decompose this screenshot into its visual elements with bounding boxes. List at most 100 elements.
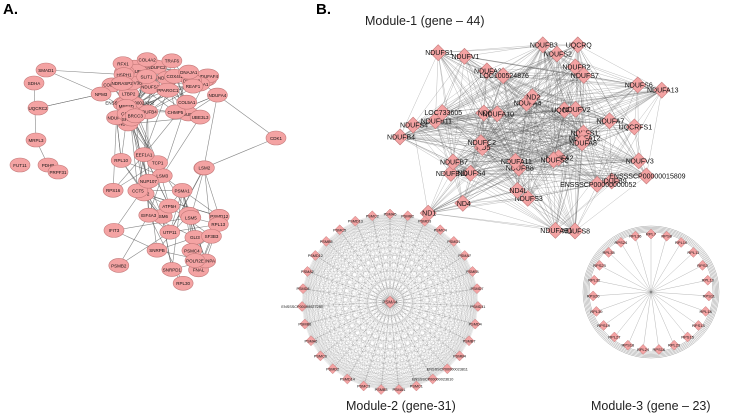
module1-edge	[464, 56, 498, 114]
module2-edge	[326, 241, 391, 303]
module3-node-label: RPS11	[703, 293, 716, 298]
module2-edge	[307, 271, 391, 303]
module1-node-label: LOC733605	[424, 110, 462, 117]
module1-node-diamond	[475, 104, 493, 122]
network-a-node: RPS16	[102, 183, 124, 198]
module2-edge	[326, 241, 478, 307]
module2-node: PSMC6	[314, 350, 327, 362]
module1-edge	[497, 113, 583, 143]
module2-edge	[472, 271, 476, 325]
module2-edge	[304, 323, 399, 390]
module1-edge	[428, 53, 558, 214]
module2-edge	[304, 323, 333, 369]
module2-node: ENSSSCP00000027285	[281, 301, 323, 312]
module2-edge	[398, 340, 470, 390]
module3-node: RPL13	[702, 274, 715, 286]
module2-edge	[440, 229, 478, 307]
module3-node: RPS18	[622, 339, 635, 351]
module1-node: NDUFA8	[569, 134, 597, 152]
network-a-node-shape	[102, 183, 124, 198]
network-a-node-shape	[159, 198, 180, 214]
module2-edge	[310, 340, 417, 387]
module1-edge	[515, 66, 576, 162]
module1-edge	[470, 70, 488, 174]
network-a-node-label: LTBP2	[122, 91, 136, 96]
network-a-node-shape	[161, 53, 183, 69]
network-a-node: BRCC3	[124, 108, 146, 124]
module1-node-diamond	[637, 167, 655, 185]
network-a-node-shape	[35, 62, 57, 78]
module1-edge	[502, 75, 528, 199]
module2-node-label: PSMD12	[308, 254, 323, 258]
network-a-node-label: CDK1	[270, 136, 283, 141]
module3-edge	[650, 291, 675, 346]
module2-edge	[339, 229, 460, 356]
module1-edge	[515, 109, 565, 162]
module3-node: RPL36	[629, 230, 642, 242]
network-a-node-label: NDUFC2	[147, 65, 166, 70]
module1-node-label: NDUFB10	[436, 171, 468, 178]
module1-edge	[553, 159, 556, 231]
module1-node-diamond	[519, 189, 537, 207]
module1-node-label: NDUFA7	[597, 118, 625, 125]
module1-edge	[558, 157, 576, 231]
module2-node: PSMA1	[392, 384, 405, 395]
module2-edge	[320, 355, 399, 390]
module3-node-diamond	[661, 230, 673, 242]
module2-edge	[315, 221, 356, 256]
module1-node-label: NDUFB3	[530, 42, 558, 49]
module2-edge	[398, 241, 454, 390]
module2-edge	[304, 241, 454, 325]
module1-node-label: NDUFA11	[501, 159, 532, 166]
module3-node-label: RPS18	[622, 343, 635, 348]
module1-edge	[553, 53, 558, 160]
module1-edge	[435, 120, 554, 161]
module1-edge	[438, 52, 454, 162]
network-a-node-label: TCP1	[152, 160, 164, 165]
module1-edge	[503, 75, 598, 185]
module2-node-label: PSMB1	[466, 270, 479, 274]
module2-edge	[302, 288, 364, 387]
module1-node: NDUFB2	[562, 58, 590, 76]
module1-node-label: UQCR10	[551, 107, 580, 114]
network-a-node: NPM3	[90, 86, 112, 102]
module2-edge	[310, 306, 478, 341]
network-a-node-shape	[165, 104, 186, 120]
module1-edge	[542, 44, 583, 143]
module1-edge	[464, 56, 481, 143]
module1-node-diamond	[391, 128, 409, 146]
module1-edge	[438, 52, 554, 160]
network-a-node: TCP1	[147, 155, 168, 170]
module2-edge	[355, 221, 470, 341]
module1-edge	[482, 147, 518, 191]
module1-node: NDUFS2	[541, 151, 569, 169]
module2-edge	[432, 306, 478, 380]
module1-edge	[480, 44, 543, 143]
module1-node: NDUFA11	[501, 152, 532, 170]
network-a-node: CHMP5	[165, 104, 186, 120]
module3-node-label: RPL11	[687, 250, 700, 255]
module1-edge	[452, 44, 543, 163]
module2-node-diamond	[427, 373, 439, 385]
module3-edge-arc	[583, 226, 719, 358]
module2-edge	[355, 221, 478, 307]
module2-edge	[310, 340, 348, 380]
panel-a-letter: A.	[3, 1, 18, 18]
network-a-node-label: EEF1A1	[136, 152, 153, 157]
module2-edge	[381, 378, 433, 390]
module1-edge	[577, 44, 584, 138]
module2-node-label: PSMD1	[447, 240, 460, 244]
network-a-node-label: COL5A1	[178, 100, 196, 105]
module3-node-label: RPL27	[608, 334, 621, 339]
module2-node-label: PSMC2	[366, 214, 379, 218]
module2-node: PSMA2	[301, 266, 314, 277]
network-a-node-label: NPM3	[95, 92, 108, 97]
module3-edge	[642, 291, 652, 350]
module1-edge	[400, 136, 639, 162]
module2-node-label: PSMB6	[298, 323, 311, 327]
network-a-edge	[162, 116, 201, 176]
network-a-node-label: PSMD12	[210, 214, 229, 219]
module1-edge	[581, 142, 598, 185]
module1-node-label: NDUFAB1	[540, 228, 572, 235]
